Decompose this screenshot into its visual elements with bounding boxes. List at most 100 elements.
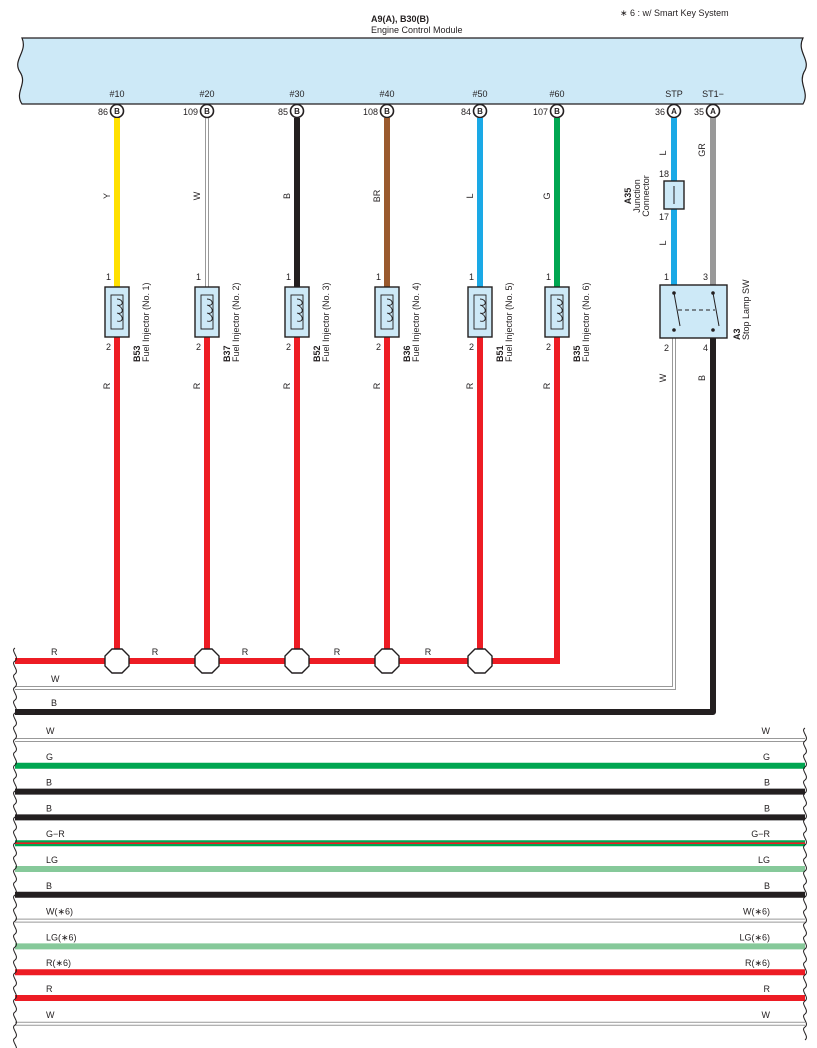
switch-w-wire-edge — [15, 338, 673, 687]
connector-circle — [705, 103, 721, 119]
splice-point — [104, 648, 130, 674]
contact-dot — [711, 291, 715, 295]
connector-circle — [472, 103, 488, 119]
ecm-terminal-name: #20 — [199, 89, 214, 99]
coil-frame — [200, 294, 214, 330]
stop-lamp-code: A3 — [732, 328, 742, 340]
fuel-injector-body — [374, 286, 400, 338]
injector-code: B36 — [402, 345, 412, 362]
fuel-injector-body — [544, 286, 570, 338]
coil-icon — [479, 298, 486, 322]
bus-label: R — [51, 647, 58, 657]
injector-pin-in: 1 — [196, 272, 201, 282]
splice-point — [284, 648, 310, 674]
injector-pin-in: 1 — [546, 272, 551, 282]
harness-label-right: W(∗6) — [743, 907, 770, 917]
fuel-injector-body — [284, 286, 310, 338]
connector-letter: B — [204, 107, 210, 116]
coil-frame — [110, 294, 124, 330]
ecm-pin-number: 107 — [533, 107, 548, 117]
switch-pin: 3 — [703, 272, 708, 282]
harness-label-right: LG(∗6) — [739, 932, 770, 942]
injector-output-wire-label: R — [192, 382, 202, 389]
ecm-terminal-name: ST1− — [702, 89, 724, 99]
connector-circle — [379, 103, 395, 119]
coil-icon — [556, 298, 563, 322]
harness-label-left: B — [46, 778, 52, 788]
ecm-pin-number: 86 — [98, 107, 108, 117]
engine-control-module — [17, 37, 807, 105]
injector-pin-out: 2 — [286, 342, 291, 352]
left-break-mark — [13, 647, 17, 1048]
ecm-terminal-name: #40 — [379, 89, 394, 99]
ecm-pin-number: 84 — [461, 107, 471, 117]
injector-pin-in: 1 — [376, 272, 381, 282]
junction-name: Junction — [632, 179, 642, 213]
stop-lamp-name: Stop Lamp SW — [741, 279, 751, 340]
coil-icon — [386, 298, 393, 322]
injector-name: Fuel Injector (No. 2) — [231, 282, 241, 362]
injector-code: B51 — [495, 345, 505, 362]
injector-name: Fuel Injector (No. 4) — [411, 282, 421, 362]
connector-circle — [666, 103, 682, 119]
connector-letter: B — [384, 107, 390, 116]
injector-output-wire-label: R — [102, 382, 112, 389]
switch-b-wire — [15, 338, 716, 715]
injector-code: B53 — [132, 345, 142, 362]
harness-label-left: W — [46, 726, 55, 736]
injector-input-wire-label: BR — [372, 189, 382, 202]
harness-label-right: G — [763, 752, 770, 762]
junction-pin-top: 18 — [659, 169, 669, 179]
injector-output-wire-label: R — [372, 382, 382, 389]
harness-label-left: W — [46, 1010, 55, 1020]
injector-pin-in: 1 — [286, 272, 291, 282]
junction-pin-bottom: 17 — [659, 212, 669, 222]
ecm-code: A9(A), B30(B) — [371, 14, 429, 24]
ecm-terminal-name: STP — [665, 89, 683, 99]
switch-pin: 4 — [703, 343, 708, 353]
switch-b-wire-label: B — [697, 375, 707, 381]
injector-output-wire-label: R — [542, 382, 552, 389]
ecm-pin-number: 85 — [278, 107, 288, 117]
ecm-pin-number: 108 — [363, 107, 378, 117]
injector-pin-out: 2 — [196, 342, 201, 352]
switch-w-wire-label: W — [658, 373, 668, 382]
harness-label-left: G — [46, 752, 53, 762]
injector-input-wire-label: B — [282, 193, 292, 199]
junction-name: Connector — [641, 175, 651, 217]
ecm-pin-number: 36 — [655, 107, 665, 117]
connector-letter: B — [294, 107, 300, 116]
connector-circle — [109, 103, 125, 119]
ecm-pin-number: 35 — [694, 107, 704, 117]
harness-label-left: R — [46, 984, 53, 994]
injector-input-wire-label: W — [192, 191, 202, 200]
bus-label: R — [152, 647, 159, 657]
contact-dot — [672, 328, 676, 332]
connector-circle — [199, 103, 215, 119]
injector-name: Fuel Injector (No. 6) — [581, 282, 591, 362]
coil-frame — [380, 294, 394, 330]
injector-pin-in: 1 — [469, 272, 474, 282]
coil-icon — [116, 298, 123, 322]
switch-pin: 2 — [664, 343, 669, 353]
switch-contact — [712, 292, 720, 327]
fuel-injector-body — [467, 286, 493, 338]
injector-output-wire-label: R — [465, 382, 475, 389]
splice-point — [194, 648, 220, 674]
injector-input-wire-label: Y — [102, 193, 112, 199]
coil-frame — [473, 294, 487, 330]
harness-label-left: LG — [46, 855, 58, 865]
injector-name: Fuel Injector (No. 3) — [321, 282, 331, 362]
injector-pin-out: 2 — [546, 342, 551, 352]
injector-pin-out: 2 — [106, 342, 111, 352]
coil-icon — [296, 298, 303, 322]
stop-lamp-switch — [659, 284, 728, 339]
harness-label-left: W(∗6) — [46, 907, 73, 917]
injector-name: Fuel Injector (No. 1) — [141, 282, 151, 362]
harness-label-right: R(∗6) — [745, 958, 770, 968]
ecm-terminal-name: #30 — [289, 89, 304, 99]
connector-circle — [549, 103, 565, 119]
injector-pin-out: 2 — [376, 342, 381, 352]
